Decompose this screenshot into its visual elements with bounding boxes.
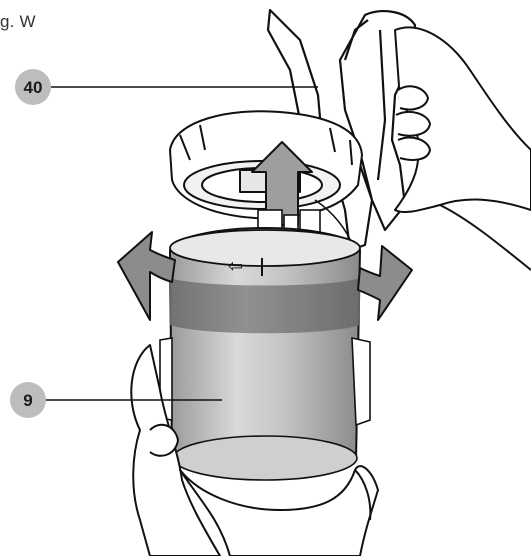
callout-9: 9 — [10, 382, 222, 418]
bottom-hand — [179, 465, 379, 556]
callout-9-badge — [10, 382, 46, 418]
unlock-arrow-icon: ⇦ — [228, 256, 243, 277]
rotate-arrow-right — [357, 245, 413, 321]
callout-9-label: 9 — [23, 391, 32, 410]
lift-arrow — [251, 141, 313, 226]
rotate-arrow-left — [117, 231, 176, 321]
callout-40-label: 40 — [24, 78, 43, 97]
rotation-band — [170, 278, 360, 334]
callout-40-badge — [15, 69, 51, 105]
figure-caption: g. W — [0, 12, 36, 31]
dust-bin-lid — [169, 110, 363, 220]
callout-40: 40 — [15, 69, 318, 105]
right-hand — [394, 26, 531, 271]
left-hand — [130, 344, 221, 556]
